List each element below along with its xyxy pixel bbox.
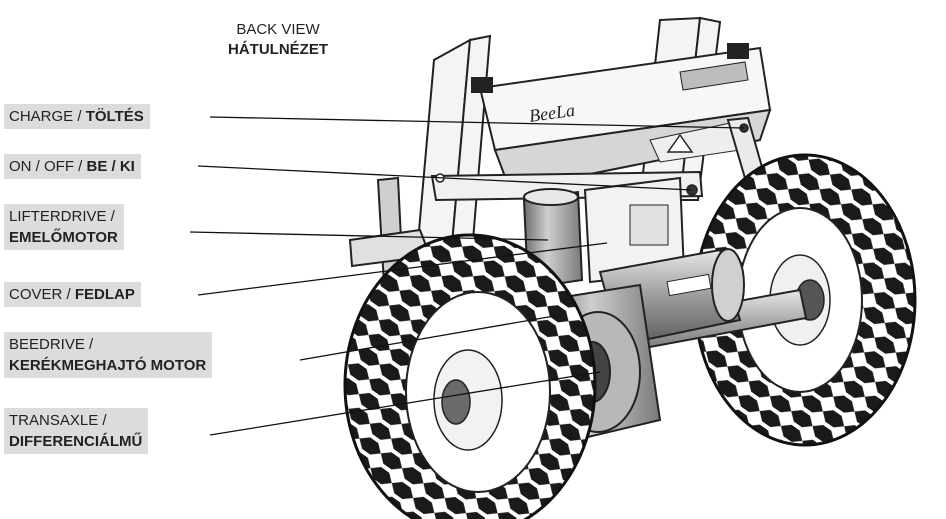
diagram-title: BACK VIEW HÁTULNÉZET (198, 20, 358, 60)
label-onoff: ON / OFF / BE / KI (4, 154, 141, 179)
label-cover: COVER / FEDLAP (4, 282, 141, 307)
label-charge-hu: TÖLTÉS (85, 108, 144, 125)
label-onoff-en: ON / OFF / (9, 158, 87, 175)
left-wheel (343, 233, 597, 519)
label-onoff-hu: BE / KI (86, 158, 135, 175)
battery-box (471, 43, 772, 192)
label-beedrive: BEEDRIVE / KERÉKMEGHAJTÓ MOTOR (4, 332, 213, 378)
title-hungarian: HÁTULNÉZET (228, 41, 328, 58)
label-cover-hu: FEDLAP (74, 286, 135, 303)
label-charge: CHARGE / TÖLTÉS (4, 104, 150, 129)
label-cover-en: COVER / (9, 286, 75, 303)
label-transaxle: TRANSAXLE / DIFFERENCIÁLMŰ (4, 408, 149, 454)
label-charge-en: CHARGE / (9, 108, 86, 125)
label-transaxle-en: TRANSAXLE / (9, 412, 107, 429)
title-english: BACK VIEW (236, 21, 320, 38)
label-transaxle-hu: DIFFERENCIÁLMŰ (9, 433, 143, 450)
label-beedrive-en: BEEDRIVE / (9, 336, 94, 353)
label-lifterdrive-hu: EMELŐMOTOR (9, 229, 118, 246)
label-lifterdrive-en: LIFTERDRIVE / (9, 208, 115, 225)
label-lifterdrive: LIFTERDRIVE / EMELŐMOTOR (4, 204, 124, 250)
lifter-motor (522, 176, 686, 290)
label-beedrive-hu: KERÉKMEGHAJTÓ MOTOR (9, 357, 207, 374)
